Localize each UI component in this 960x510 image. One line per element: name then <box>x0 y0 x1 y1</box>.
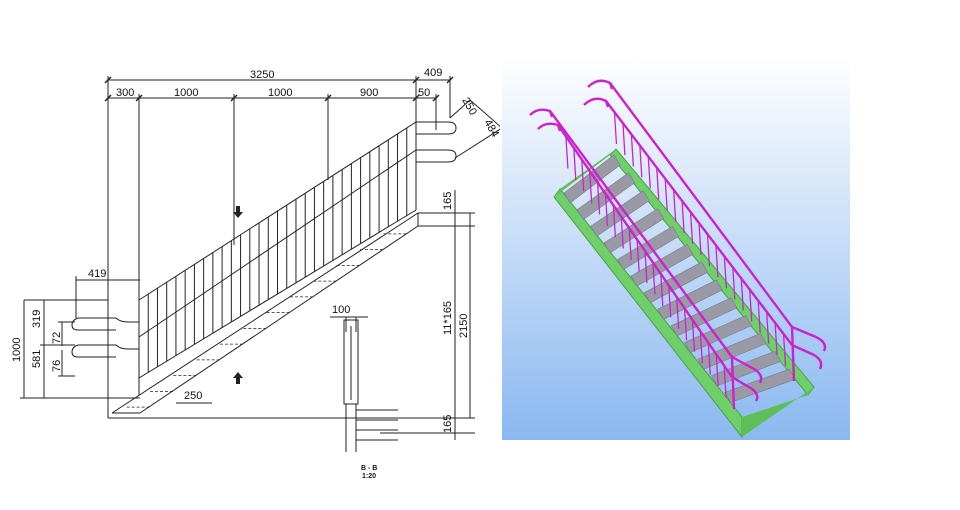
stair-3d-render <box>502 57 850 440</box>
dim-top-extension: 409 <box>424 67 442 79</box>
dim-total-rise: 2150 <box>458 314 470 338</box>
section-scale: 1:20 <box>362 473 376 480</box>
stair-treads <box>126 233 408 408</box>
render-picket <box>630 134 635 167</box>
dim-tread-depth: 250 <box>184 390 202 402</box>
render-picket <box>732 267 736 300</box>
render-picket <box>622 123 626 156</box>
render-tread <box>603 208 665 254</box>
render-picket <box>596 182 601 215</box>
render-picket <box>656 167 660 200</box>
render-picket <box>699 331 704 364</box>
dim-rail-top: 319 <box>31 310 43 328</box>
dim-overall-length: 3250 <box>250 69 274 81</box>
dim-top-offset-2: 484 <box>481 118 500 140</box>
stair-elevation-drawing: 3250 409 300 1000 1000 900 50 250 484 41… <box>11 67 500 480</box>
dim-riser-top: 165 <box>442 192 454 210</box>
section-label: B - B <box>361 465 377 472</box>
render-picket <box>698 222 702 256</box>
render-picket <box>691 319 696 352</box>
render-picket <box>782 333 787 366</box>
render-pickets <box>565 112 787 398</box>
render-picket <box>604 193 609 226</box>
render-picket <box>647 156 651 189</box>
render-tread <box>670 297 738 337</box>
render-picket <box>652 262 656 295</box>
render-picket <box>613 112 618 145</box>
render-tread <box>710 350 782 387</box>
dim-rail-height: 1000 <box>11 338 23 362</box>
dim-seg-start: 300 <box>116 87 134 99</box>
dim-seg-end: 50 <box>418 87 430 99</box>
dim-seg-1: 1000 <box>174 87 198 99</box>
dim-bottom-extension: 419 <box>88 268 106 280</box>
dim-seg-2: 1000 <box>268 87 292 99</box>
render-picket <box>749 289 753 322</box>
right-railing <box>583 79 827 382</box>
render-picket <box>706 234 711 267</box>
render-picket <box>660 273 664 306</box>
render-picket <box>707 342 711 375</box>
render-picket <box>765 311 770 344</box>
render-picket <box>675 296 680 329</box>
render-tread <box>617 225 679 270</box>
dim-riser-bottom: 165 <box>442 415 454 433</box>
render-tread <box>697 333 767 370</box>
render-picket <box>573 147 577 180</box>
render-picket <box>723 365 727 398</box>
dim-section-width: 100 <box>332 304 350 316</box>
railing-pickets <box>147 127 408 373</box>
render-tread <box>563 154 621 204</box>
render-picket <box>612 205 617 238</box>
dim-rail-gap-1: 72 <box>51 332 63 344</box>
render-picket <box>723 256 728 289</box>
dim-top-offset-1: 250 <box>459 96 479 118</box>
render-picket <box>620 216 624 249</box>
render-picket <box>588 170 593 203</box>
render-picket <box>581 159 585 192</box>
render-tread <box>724 368 796 403</box>
render-picket <box>565 136 569 169</box>
render-picket <box>740 278 744 311</box>
dim-seg-3: 900 <box>360 87 378 99</box>
render-picket <box>636 239 640 272</box>
render-picket <box>639 145 643 178</box>
left-railing <box>529 108 763 410</box>
dim-rail-gap-2: 76 <box>51 360 63 372</box>
render-picket <box>757 300 761 333</box>
render-picket <box>664 178 668 211</box>
render-picket <box>715 354 719 387</box>
render-picket <box>668 285 672 318</box>
render-picket <box>644 250 648 284</box>
dim-rail-mid: 581 <box>31 350 43 368</box>
render-picket <box>774 322 778 355</box>
dim-riser-count: 11*165 <box>442 301 454 335</box>
render-picket <box>689 211 694 244</box>
render-picket <box>715 245 719 278</box>
render-picket <box>628 228 632 261</box>
render-picket <box>683 308 688 341</box>
render-picket <box>681 200 685 233</box>
render-picket <box>672 189 677 222</box>
